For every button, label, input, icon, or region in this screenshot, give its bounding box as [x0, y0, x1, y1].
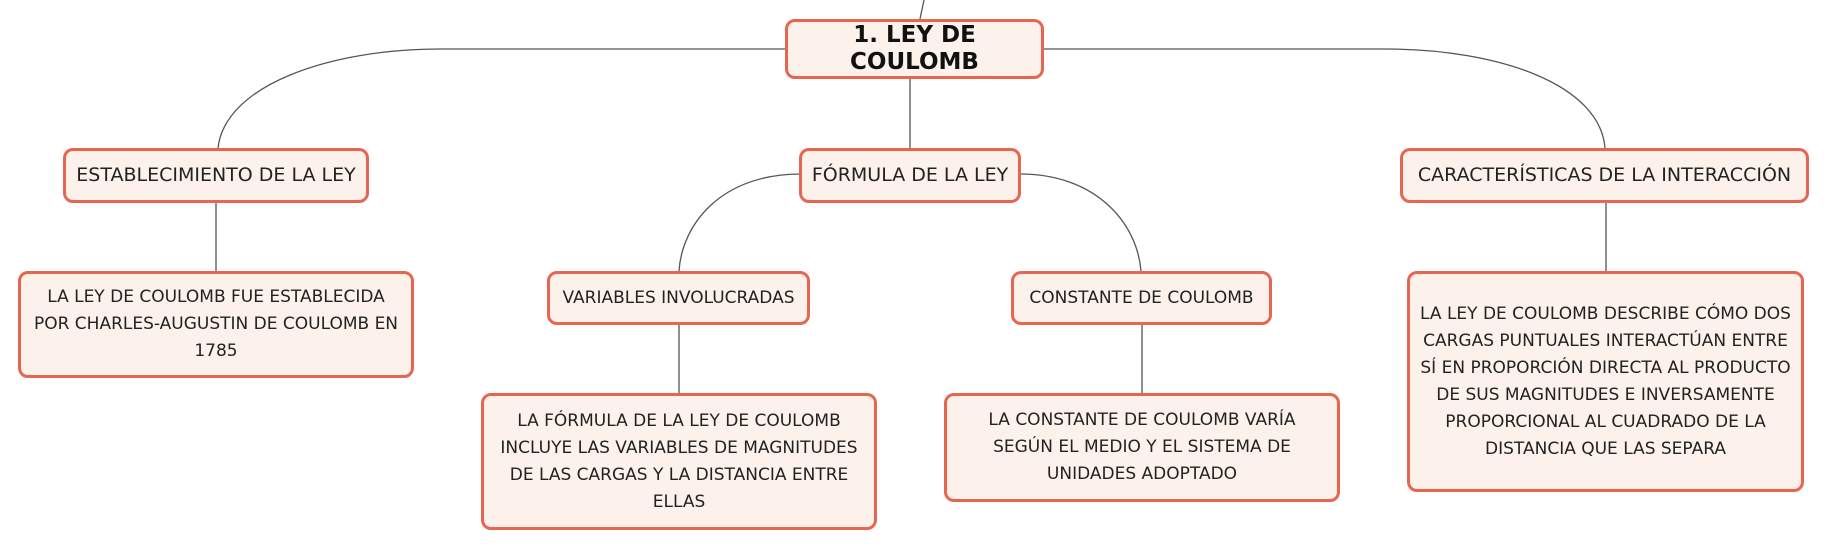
root-node[interactable]: 1. LEY DE COULOMB: [785, 19, 1044, 79]
establecimiento-node-label: ESTABLECIMIENTO DE LA LEY: [76, 164, 356, 186]
caracteristicas-node-label: CARACTERÍSTICAS DE LA INTERACCIÓN: [1417, 164, 1792, 186]
establecimiento-detail-node[interactable]: LA LEY DE COULOMB FUE ESTABLECIDA POR CH…: [18, 271, 414, 378]
variables-detail-node[interactable]: LA FÓRMULA DE LA LEY DE COULOMB INCLUYE …: [481, 393, 877, 530]
constante-node-label: CONSTANTE DE COULOMB: [1029, 287, 1254, 308]
establecimiento-node[interactable]: ESTABLECIMIENTO DE LA LEY: [63, 148, 369, 203]
caracteristicas-detail-node[interactable]: LA LEY DE COULOMB DESCRIBE CÓMO DOS CARG…: [1407, 271, 1804, 492]
constante-node[interactable]: CONSTANTE DE COULOMB: [1011, 271, 1272, 325]
formula-node[interactable]: FÓRMULA DE LA LEY: [799, 148, 1021, 203]
variables-node[interactable]: VARIABLES INVOLUCRADAS: [547, 271, 810, 325]
connector-root-establecimiento: [217, 48, 787, 149]
variables-node-label: VARIABLES INVOLUCRADAS: [562, 287, 795, 308]
formula-node-label: FÓRMULA DE LA LEY: [811, 164, 1009, 186]
connector-formula-variables: [678, 173, 802, 272]
establecimiento-detail-text: LA LEY DE COULOMB FUE ESTABLECIDA POR CH…: [33, 287, 399, 361]
connector-root-caracteristicas: [1043, 48, 1606, 149]
constante-detail-text: LA CONSTANTE DE COULOMB VARÍA SEGÚN EL M…: [988, 410, 1296, 484]
caracteristicas-detail-text: LA LEY DE COULOMB DESCRIBE CÓMO DOS CARG…: [1420, 303, 1791, 459]
caracteristicas-node[interactable]: CARACTERÍSTICAS DE LA INTERACCIÓN: [1400, 148, 1809, 203]
variables-detail-text: LA FÓRMULA DE LA LEY DE COULOMB INCLUYE …: [500, 410, 858, 512]
connector-parent-up: [919, 0, 925, 20]
root-node-label: 1. LEY DE COULOMB: [850, 22, 979, 75]
connector-formula-constante: [1019, 173, 1142, 272]
constante-detail-node[interactable]: LA CONSTANTE DE COULOMB VARÍA SEGÚN EL M…: [944, 393, 1340, 502]
